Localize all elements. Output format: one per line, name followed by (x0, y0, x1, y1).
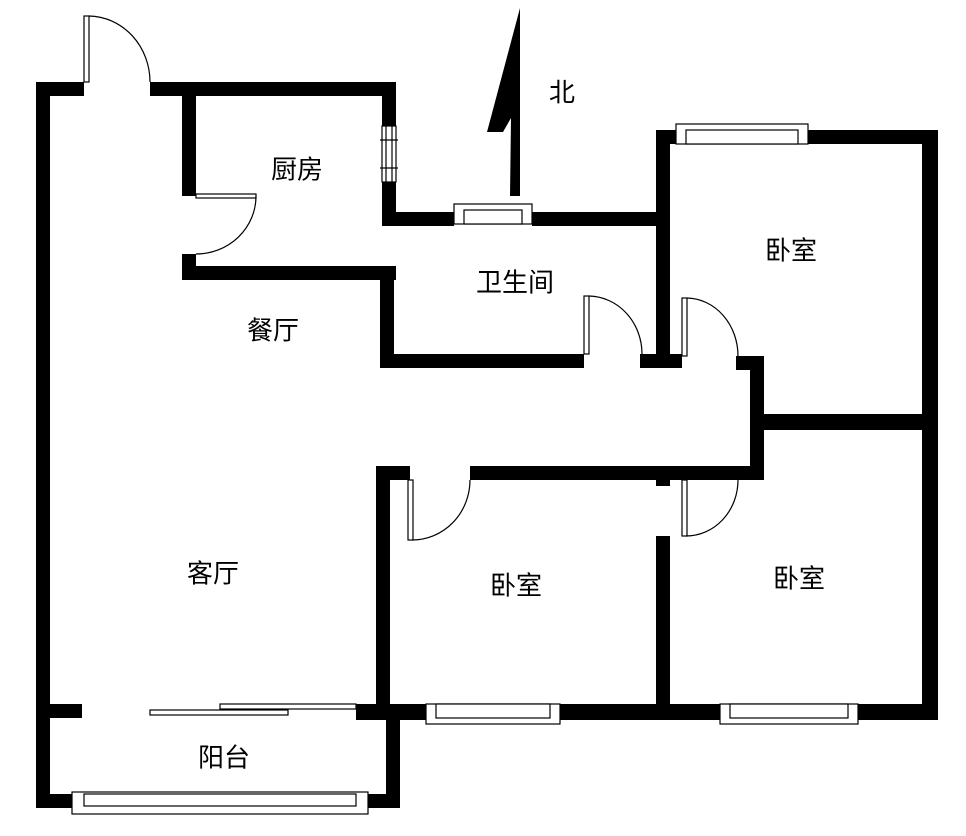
room-label-dining: 餐厅 (247, 317, 299, 347)
wall-bedroom-ne-south (750, 414, 938, 430)
walls (36, 82, 938, 808)
wall-bedroom-ne-north-left (656, 130, 676, 144)
wall-kitchen-south (182, 266, 396, 280)
wall-bedroom-partition-lower (656, 536, 670, 720)
wall-balcony-divider-left (36, 704, 82, 718)
window-bedroom-se-south (719, 703, 859, 725)
window-kitchen-east (380, 125, 398, 183)
wall-bedroom-ne-west (656, 130, 670, 368)
door-kitchen (195, 193, 257, 255)
room-label-bathroom: 卫生间 (476, 269, 554, 299)
wall-kitchen-east (382, 82, 396, 126)
wall-corridor-east-top (736, 356, 764, 370)
door-bathroom (583, 295, 643, 355)
wall-balcony-east (386, 704, 400, 808)
room-label-bedroom-se: 卧室 (773, 565, 825, 595)
window-bedroom-s-south (425, 703, 561, 725)
windows (71, 123, 859, 815)
window-bathroom-north (453, 203, 533, 225)
wall-bedroom-ne-north-right (808, 130, 938, 144)
room-label-living: 客厅 (187, 560, 239, 590)
room-label-balcony: 阳台 (198, 744, 250, 774)
wall-corridor-east (750, 356, 764, 480)
room-label-bedroom-s: 卧室 (490, 572, 542, 602)
doors (83, 15, 739, 541)
wall-south-bedroom-s-right (560, 704, 720, 720)
room-label-bedroom-ne: 卧室 (765, 237, 817, 267)
wall-bath-north-right (532, 212, 670, 226)
wall-south-bedroom-se-right (858, 704, 938, 720)
compass-label: 北 (549, 79, 575, 109)
wall-corridor-south (470, 466, 764, 480)
door-bedroom-s (407, 479, 471, 541)
window-balcony-south (71, 791, 369, 815)
north-arrow-icon (487, 8, 520, 196)
wall-bath-south (380, 354, 584, 368)
sliding-door-balcony (149, 703, 357, 716)
window-bedroom-ne-north (675, 123, 809, 145)
wall-bedroom-partition (656, 466, 670, 486)
door-bedroom-ne (681, 297, 739, 357)
wall-north-left (36, 82, 84, 96)
wall-north-kitchen (150, 82, 396, 96)
wall-bath-west (380, 266, 394, 368)
wall-kitchen-west (182, 96, 196, 196)
wall-bedroom-s-west (376, 466, 390, 720)
room-label-kitchen: 厨房 (271, 156, 323, 186)
wall-west (36, 82, 50, 808)
wall-bath-north-left (382, 212, 454, 226)
door-entrance (83, 15, 151, 83)
door-bedroom-se (681, 479, 739, 537)
